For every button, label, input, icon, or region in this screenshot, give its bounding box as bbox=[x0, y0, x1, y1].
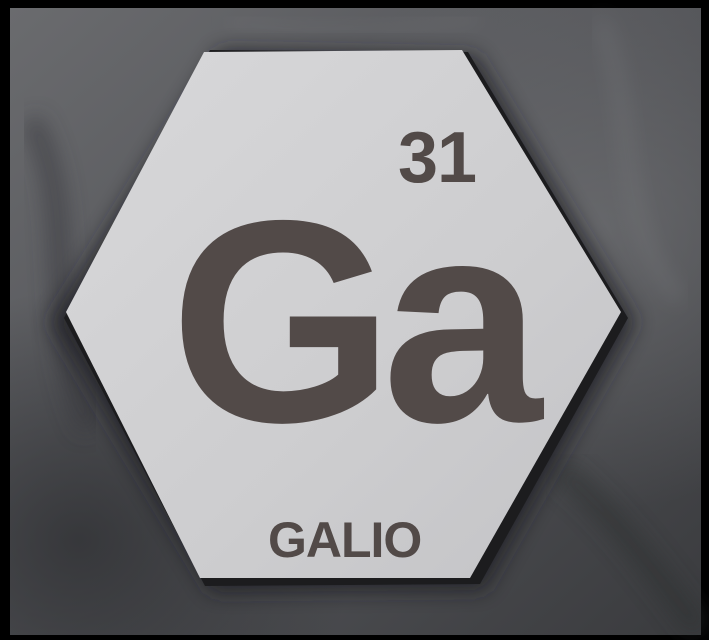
cloth-wrinkle bbox=[20, 114, 100, 435]
cloth-wrinkle bbox=[551, 460, 709, 639]
hexagon-tile bbox=[66, 50, 621, 578]
atomic-number: 31 bbox=[398, 118, 477, 198]
cloth-wrinkle bbox=[593, 17, 686, 305]
element-symbol: Ga bbox=[170, 161, 542, 483]
cloth-wrinkle bbox=[228, 13, 481, 37]
element-name: GALIO bbox=[268, 512, 422, 568]
